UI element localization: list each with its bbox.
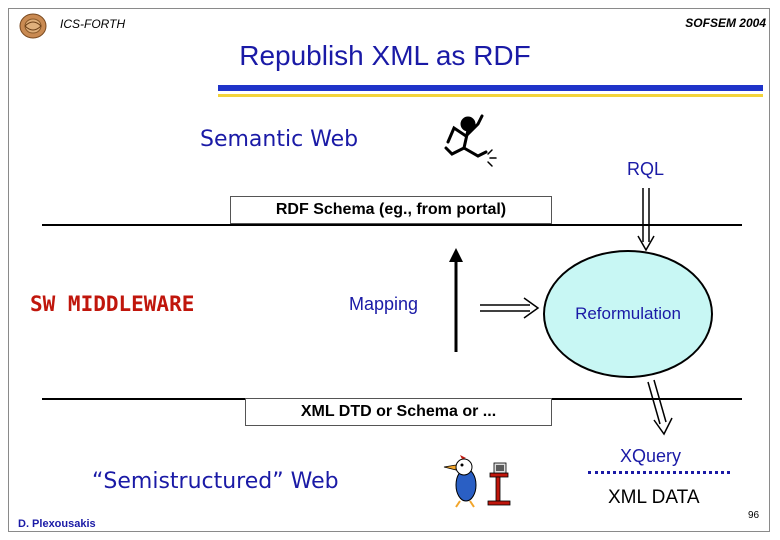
title-underline-blue (218, 85, 763, 91)
semantic-web-label: Semantic Web (200, 127, 359, 152)
mapping-label: Mapping (349, 294, 419, 314)
title-underline-yellow (218, 94, 763, 97)
author-label: D. Plexousakis (18, 518, 96, 530)
reformulation-label: Reformulation (575, 304, 681, 323)
xquery-label: XQuery (620, 446, 682, 466)
dotted-separator (588, 471, 730, 474)
middleware-label: SW MIDDLEWARE (30, 292, 195, 316)
page-number: 96 (748, 510, 760, 521)
forth-logo-icon (19, 13, 47, 39)
xml-schema-text: XML DTD or Schema or ... (300, 403, 497, 420)
reformulation-ellipse: Reformulation (543, 250, 713, 378)
rdf-schema-box: RDF Schema (eg., from portal) (230, 196, 552, 224)
semistructured-web-label: “Semistructured” Web (92, 469, 339, 494)
org-label: ICS-FORTH (60, 17, 126, 31)
rql-label: RQL (627, 159, 665, 179)
rdf-schema-line (42, 224, 742, 226)
slide-frame (8, 8, 770, 532)
rdf-schema-text: RDF Schema (eg., from portal) (275, 201, 507, 218)
xml-schema-box: XML DTD or Schema or ... (245, 398, 552, 426)
slide-title: Republish XML as RDF (239, 40, 531, 71)
conference-label: SOFSEM 2004 (685, 16, 766, 30)
xml-data-label: XML DATA (608, 487, 700, 508)
